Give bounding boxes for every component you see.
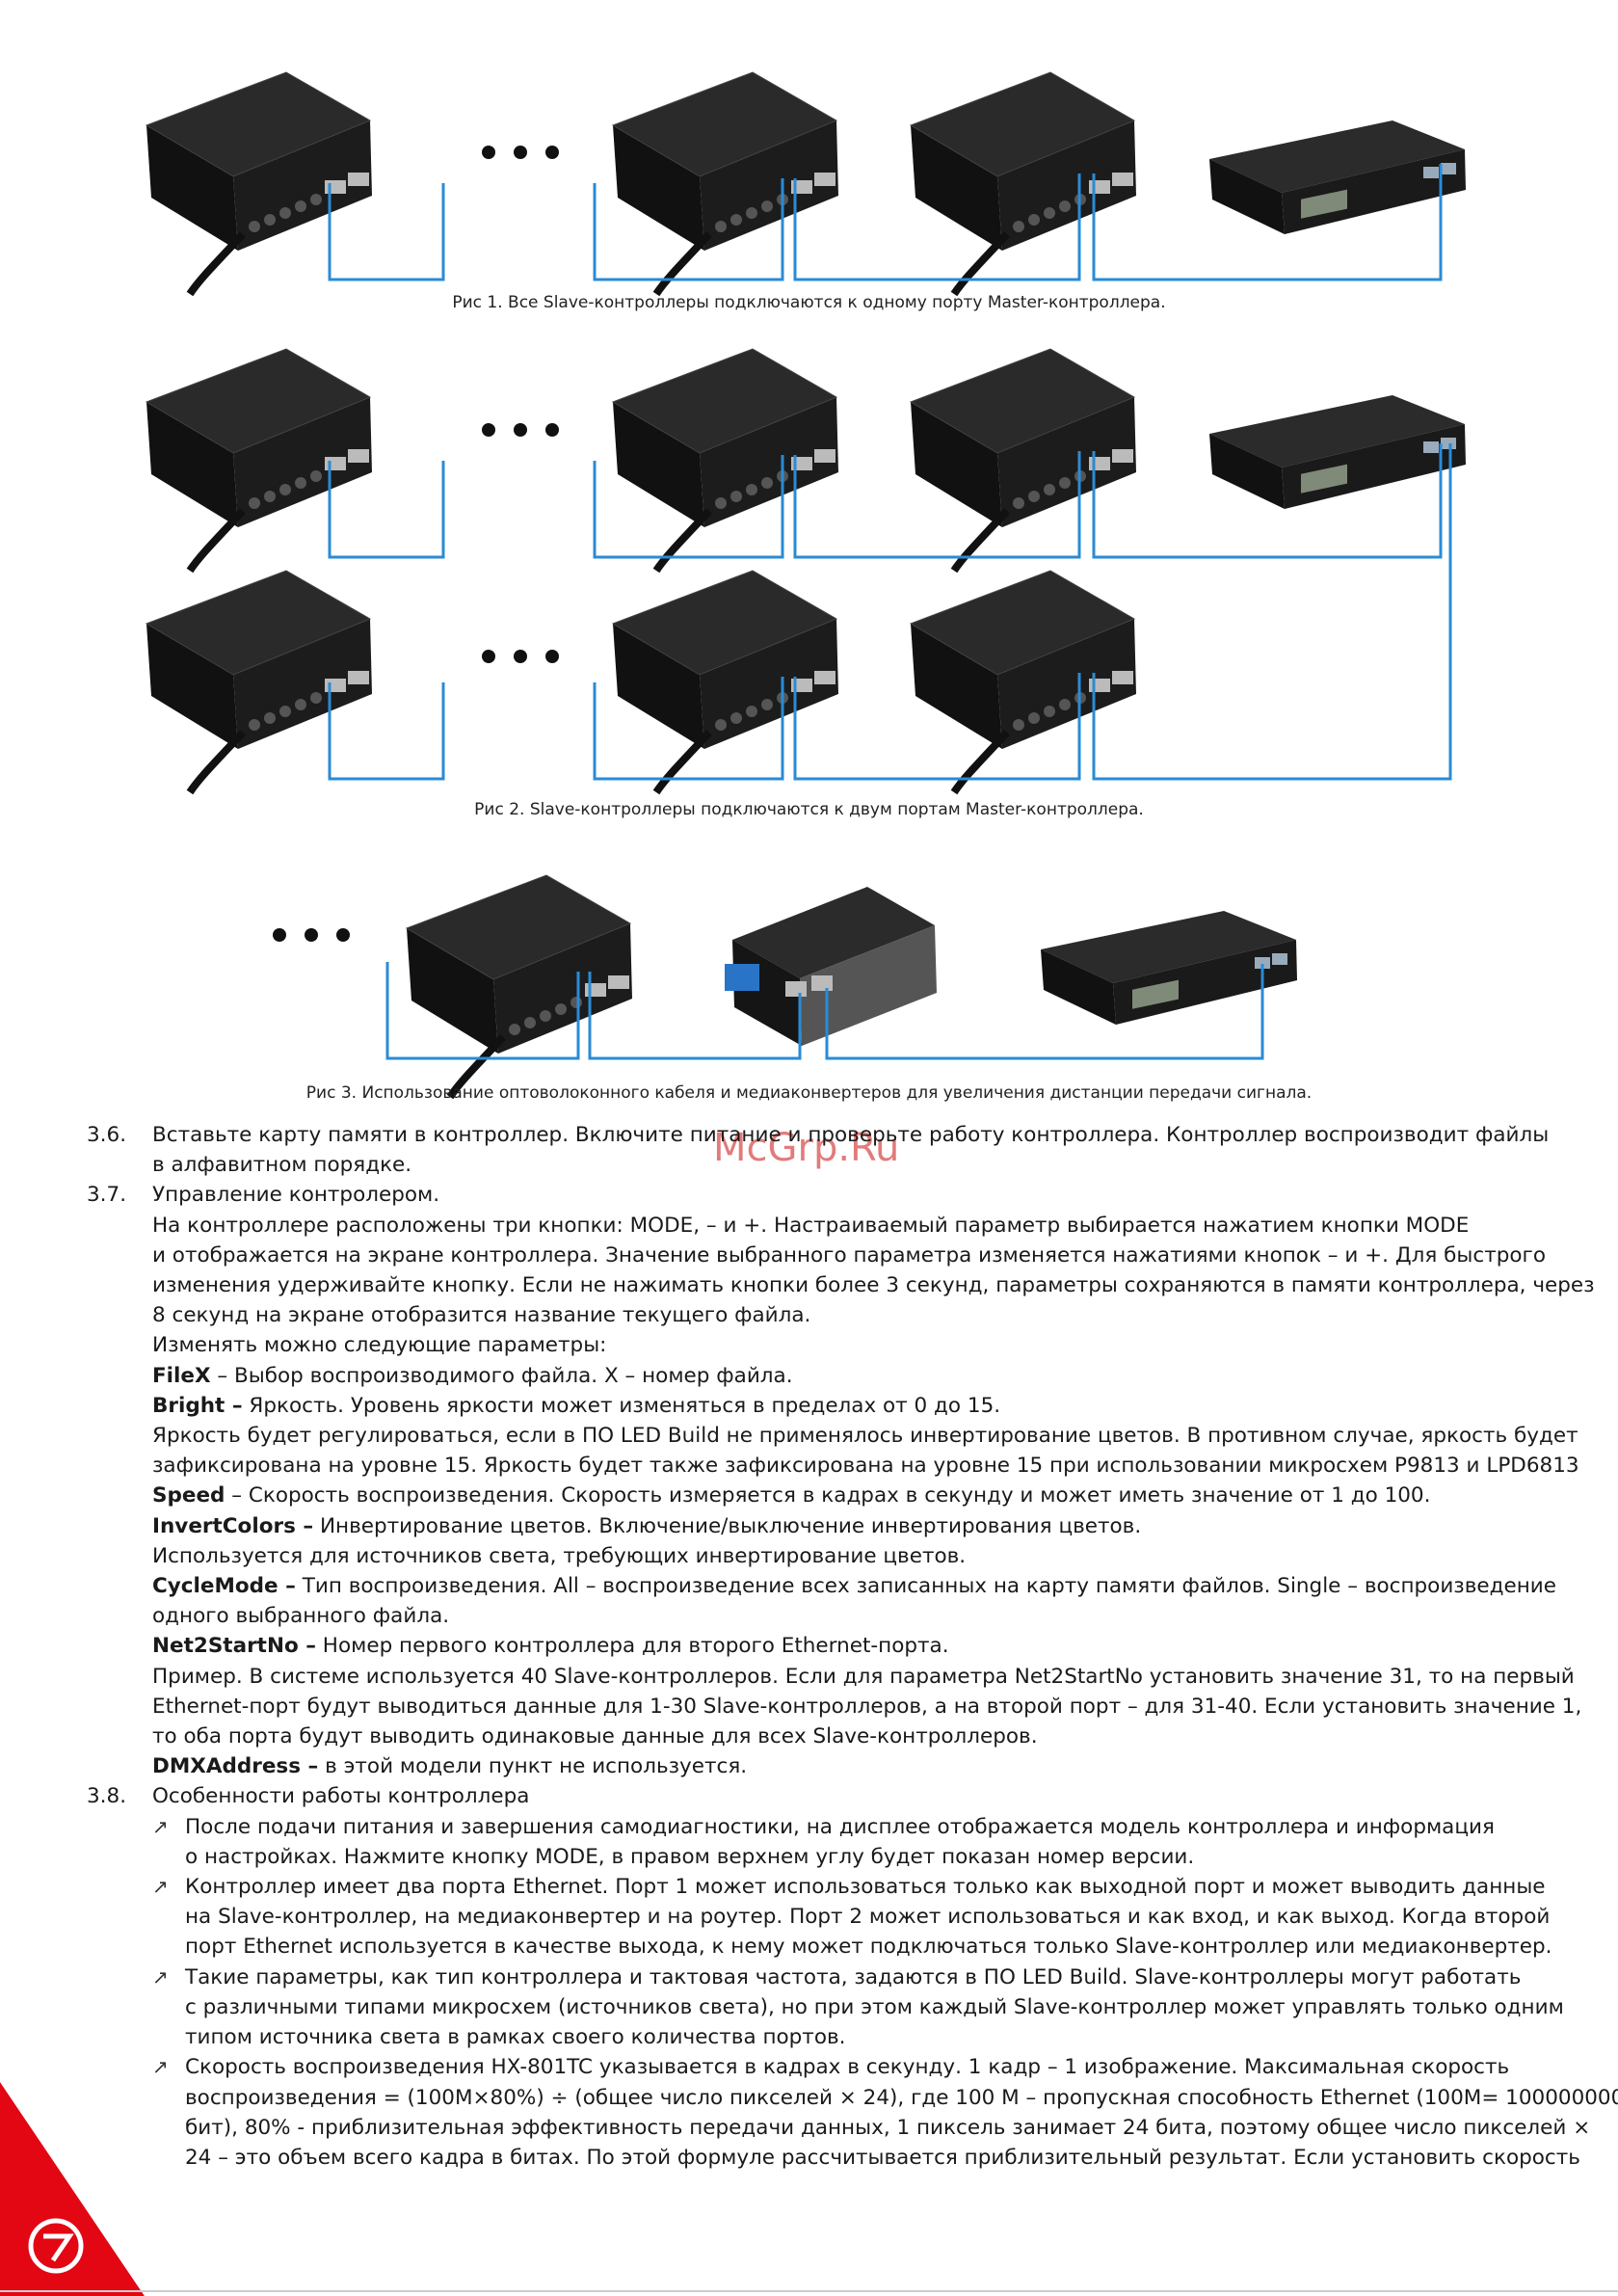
param-net2start: Net2StartNo – Номер первого контроллера … [152,1631,1552,1661]
section-title: Особенности работы контроллера [152,1784,530,1809]
brand-logo-icon [0,2082,154,2296]
text-line: на Slave-контроллер, на медиаконвертер и… [185,1905,1551,1930]
text-line: Используется для источников света, требу… [152,1543,967,1568]
watermark: McGrp.Ru [713,1126,900,1170]
param-text: Тип воспроизведения. All – воспроизведен… [295,1574,1556,1599]
param-speed: Speed – Скорость воспроизведения. Скорос… [152,1481,1552,1510]
param-term: InvertColors – [152,1513,314,1538]
text-line: Ethernet-порт будут выводиться данные дл… [152,1694,1582,1719]
text-line: типом источника света в рамках своего ко… [185,2025,846,2050]
section-3-7: 3.7. Управление контролером. На контролл… [87,1180,1595,1781]
text-line: 24 – это объем всего кадра в битах. По э… [185,2145,1580,2170]
figure-1-caption: Рис 1. Все Slave-контроллеры подключаютс… [452,293,1166,312]
param-text: – Скорость воспроизведения. Скорость изм… [225,1483,1431,1508]
text-line: о настройках. Нажмите кнопку MODE, в пра… [185,1844,1195,1869]
param-term: Bright – [152,1393,243,1418]
param-text: Номер первого контроллера для второго Et… [315,1634,949,1659]
arrow-bullet-icon: ↗ [152,2055,169,2079]
text-line: Такие параметры, как тип контроллера и т… [185,1964,1522,1989]
text-line: Контроллер имеет два порта Ethernet. Пор… [185,1875,1546,1900]
text-line: воспроизведения = (100M×80%) ÷ (общее чи… [185,2085,1618,2110]
text-line: изменения удерживайте кнопку. Если не на… [152,1273,1595,1298]
body-text: 3.6. Вставьте карту памяти в контроллер.… [87,1120,1618,2173]
param-text: Яркость. Уровень яркости может изменятьс… [242,1393,1001,1418]
text-line: и отображается на экране контроллера. Зн… [152,1242,1546,1268]
param-term: FileX [152,1363,211,1388]
param-term: Speed [152,1483,225,1508]
section-number: 3.6. [87,1123,127,1147]
arrow-bullet-icon: ↗ [152,1875,169,1899]
connection-diagrams [0,0,1466,1118]
text-line: После подачи питания и завершения самоди… [185,1814,1495,1839]
bullet-item: ↗ Контроллер имеет два порта Ethernet. П… [152,1872,1552,1962]
figure-2-caption: Рис 2. Slave-контроллеры подключаются к … [474,800,1144,819]
text-line: в алфавитном порядке. [152,1153,412,1178]
param-text: Инвертирование цветов. Включение/выключе… [313,1513,1142,1538]
text-line: На контроллере расположены три кнопки: M… [152,1213,1470,1238]
section-number: 3.7. [87,1183,127,1208]
text-line: с различными типами микросхем (источнико… [185,1994,1564,2019]
section-number: 3.8. [87,1784,127,1809]
text-line: Пример. В системе используется 40 Slave-… [152,1664,1575,1689]
param-term: Net2StartNo – [152,1634,316,1659]
section-3-8: 3.8. Особенности работы контроллера ↗ По… [87,1781,1618,2173]
param-term: DMXAddress – [152,1754,319,1779]
text-line: Скорость воспроизведения HX-801TC указыв… [185,2055,1510,2080]
arrow-bullet-icon: ↗ [152,1964,169,1989]
param-invert: InvertColors – Инвертирование цветов. Вк… [152,1511,1552,1541]
text-line: Яркость будет регулироваться, если в ПО … [152,1424,1578,1449]
text-line: Изменять можно следующие параметры: [152,1333,607,1358]
text-line: порт Ethernet используется в качестве вы… [185,1935,1552,1960]
arrow-bullet-icon: ↗ [152,1814,169,1838]
text-line: Вставьте карту памяти в контроллер. Вклю… [152,1123,1550,1147]
section-title: Управление контролером. [152,1183,440,1208]
bullet-item: ↗ После подачи питания и завершения само… [152,1812,1552,1872]
figure-3-caption: Рис 3. Использование оптоволоконного каб… [305,1083,1313,1103]
text-line: 8 секунд на экране отобразится название … [152,1303,811,1328]
bullet-item: ↗ Скорость воспроизведения HX-801TC указ… [152,2052,1618,2173]
param-text: – Выбор воспроизводимого файла. X – номе… [210,1363,793,1388]
param-dmx: DMXAddress – в этой модели пункт не испо… [152,1751,1552,1781]
text-line: одного выбранного файла. [152,1604,450,1629]
section-3-6: 3.6. Вставьте карту памяти в контроллер.… [87,1120,1552,1180]
bullet-item: ↗ Такие параметры, как тип контроллера и… [152,1962,1564,2053]
param-cycle: CycleMode – Тип воспроизведения. All – в… [152,1571,1556,1601]
param-bright: Bright – Яркость. Уровень яркости может … [152,1391,1552,1421]
text-line: зафиксирована на уровне 15. Яркость буде… [152,1454,1579,1479]
param-filex: FileX – Выбор воспроизводимого файла. X … [152,1361,1552,1391]
footer-line [0,2290,1618,2292]
text-line: бит), 80% - приблизительная эффективност… [185,2115,1591,2140]
param-term: CycleMode – [152,1574,296,1599]
text-line: то оба порта будут выводить одинаковые д… [152,1724,1038,1749]
param-text: в этой модели пункт не используется. [318,1754,748,1779]
